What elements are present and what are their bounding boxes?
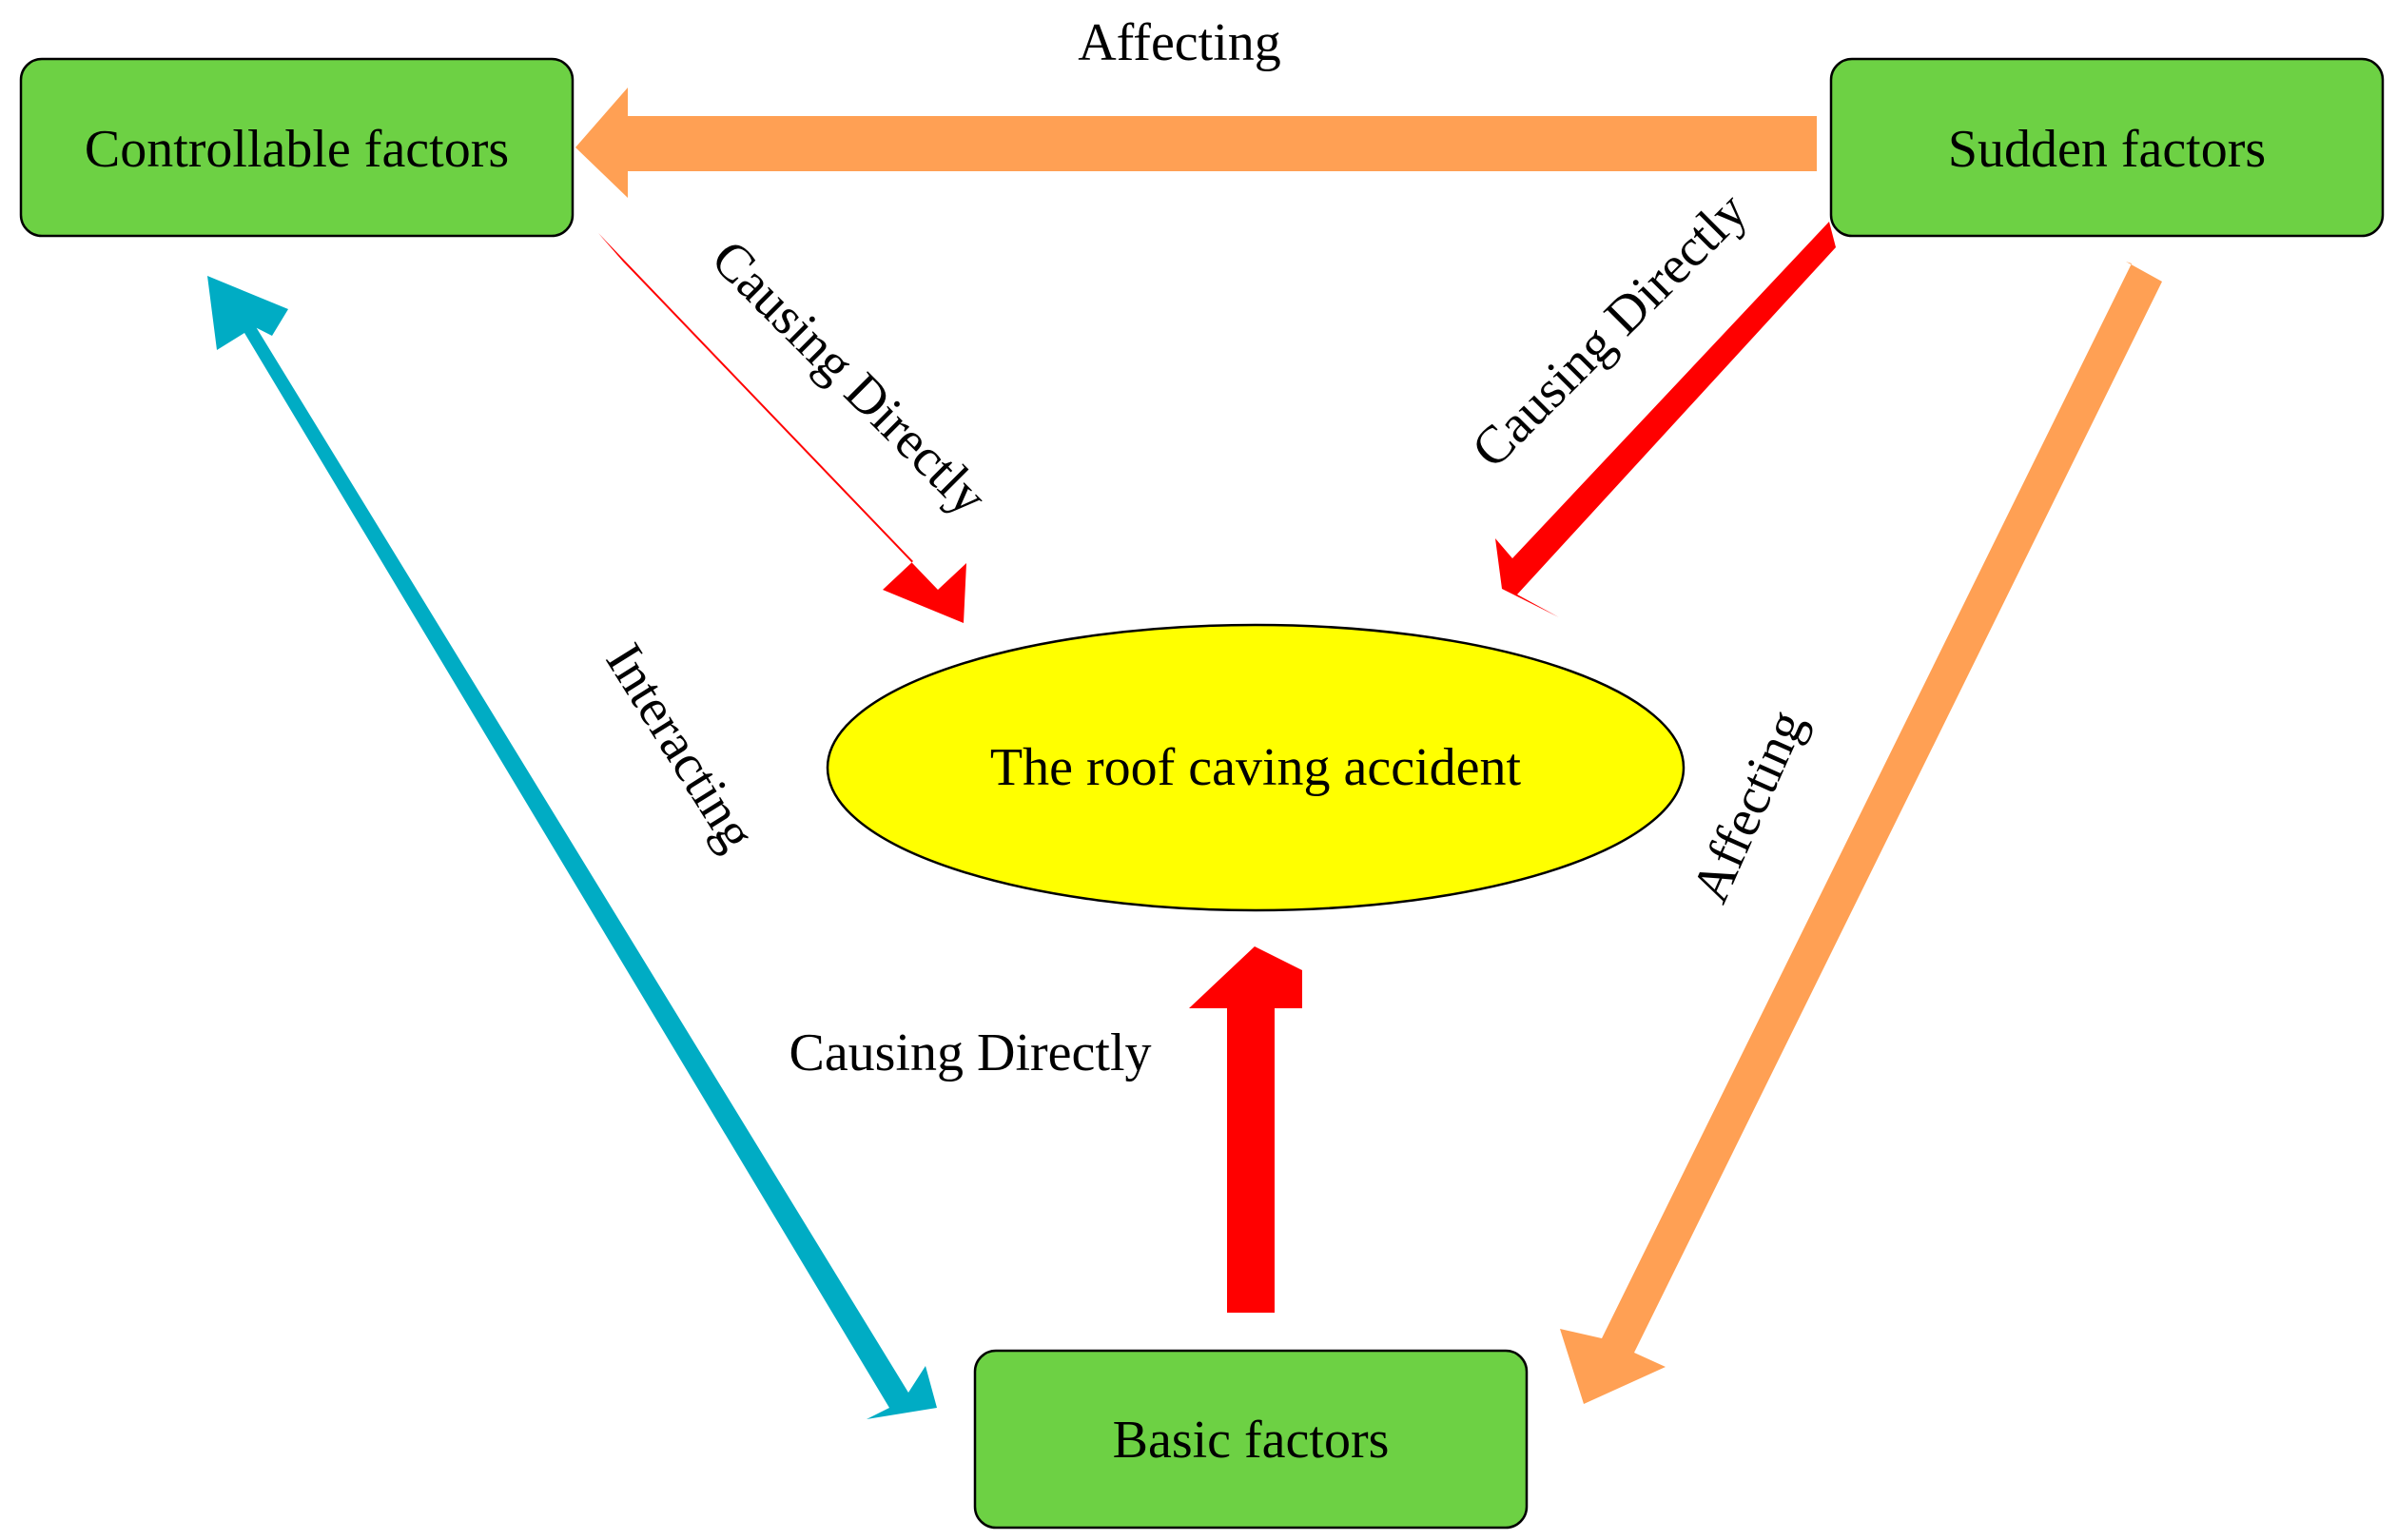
accident-ellipse bbox=[826, 623, 1686, 912]
basic-factors-box bbox=[973, 1349, 1529, 1530]
arrow-basic-to-accident bbox=[1189, 946, 1302, 1313]
controllable-factors-label: Controllable factors bbox=[85, 120, 509, 179]
node-controllable-factors: Controllable factors bbox=[19, 57, 575, 238]
label-causing-directly-right: Causing Directly bbox=[1461, 182, 1759, 479]
label-affecting-top: Affecting bbox=[1078, 13, 1281, 72]
arrows bbox=[207, 88, 2162, 1419]
node-basic-factors: Basic factors bbox=[973, 1349, 1529, 1530]
arrow-controllable-to-accident bbox=[598, 233, 966, 623]
label-causing-directly-left: Causing Directly bbox=[700, 229, 998, 527]
node-sudden-factors: Sudden factors bbox=[1829, 57, 2385, 238]
arrow-controllable-basic-interacting bbox=[207, 276, 937, 1419]
controllable-factors-box bbox=[19, 57, 575, 238]
arrow-sudden-to-accident bbox=[1495, 222, 1836, 617]
accident-label: The roof caving accident bbox=[990, 738, 1522, 797]
label-causing-directly-bottom: Causing Directly bbox=[789, 1023, 1151, 1082]
node-roof-caving-accident: The roof caving accident bbox=[826, 623, 1686, 912]
arrow-sudden-to-controllable bbox=[575, 88, 1817, 198]
sudden-factors-box bbox=[1829, 57, 2385, 238]
label-affecting-right: Affecting bbox=[1681, 702, 1818, 911]
arrow-sudden-to-basic bbox=[1560, 262, 2162, 1404]
label-interacting: Interacting bbox=[594, 634, 767, 861]
basic-factors-label: Basic factors bbox=[1113, 1411, 1390, 1470]
sudden-factors-label: Sudden factors bbox=[1948, 120, 2266, 179]
